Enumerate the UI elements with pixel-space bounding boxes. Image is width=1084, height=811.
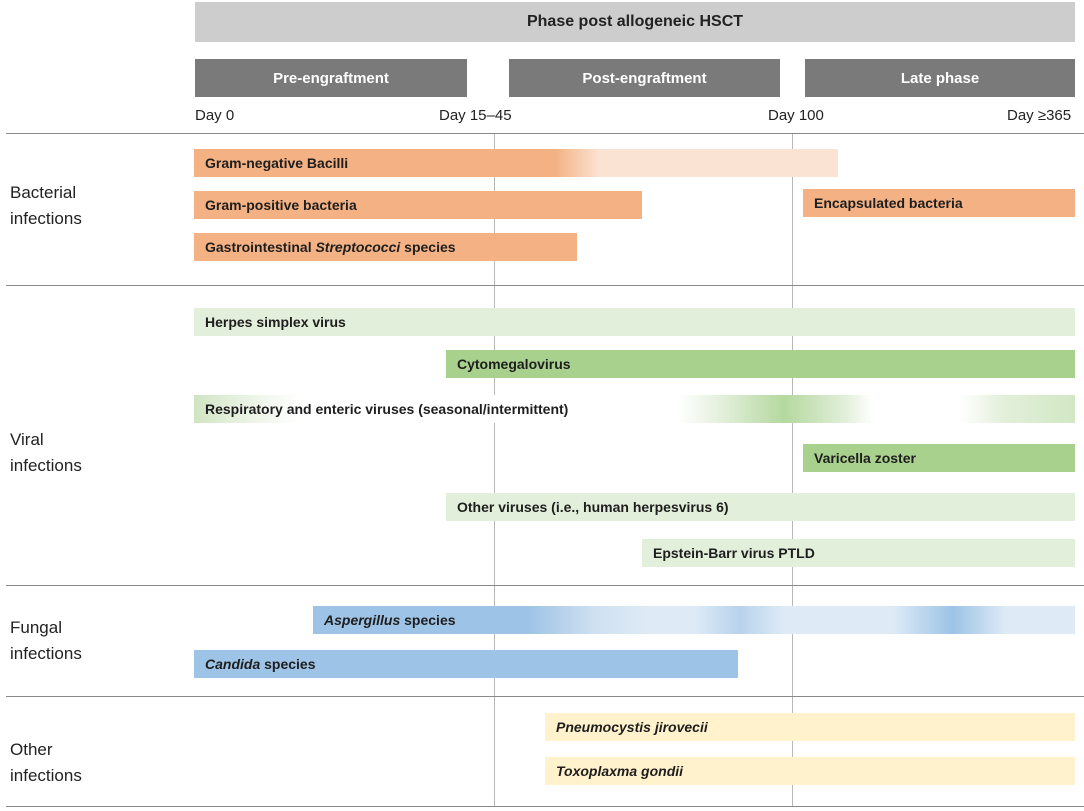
bar-label: Toxoplaxma gondii (556, 763, 684, 779)
bar-label: Gram-positive bacteria (205, 197, 357, 213)
bar-gram-negative-bacilli: Gram-negative Bacilli (194, 149, 838, 177)
bar-candida: Candida species (194, 650, 738, 678)
separator (6, 696, 1084, 697)
bar-label: Other viruses (i.e., human herpesvirus 6… (457, 499, 729, 515)
bar-respiratory-enteric: Respiratory and enteric viruses (seasona… (194, 395, 1075, 423)
bar-label: Encapsulated bacteria (814, 195, 963, 211)
phase-label: Pre-engraftment (273, 69, 389, 87)
phase-post-engraftment: Post-engraftment (509, 59, 780, 97)
phase-label: Post-engraftment (582, 69, 707, 87)
bar-toxoplasma: Toxoplaxma gondii (545, 757, 1075, 785)
phase-pre-engraftment: Pre-engraftment (195, 59, 467, 97)
separator (6, 133, 1084, 134)
bar-cytomegalovirus: Cytomegalovirus (446, 350, 1075, 378)
day-label-365: Day ≥365 (1007, 107, 1072, 124)
category-viral: Viral infections (10, 430, 82, 475)
bar-label: Pneumocystis jirovecii (556, 719, 708, 735)
bar-label: Epstein-Barr virus PTLD (653, 545, 815, 561)
bar-label: Herpes simplex virus (205, 314, 346, 330)
bar-gi-streptococci: Gastrointestinal Streptococci species (194, 233, 577, 261)
bar-label: Gram-negative Bacilli (205, 155, 349, 171)
bar-varicella-zoster: Varicella zoster (803, 444, 1075, 472)
bar-other-viruses: Other viruses (i.e., human herpesvirus 6… (446, 493, 1075, 521)
category-fungal: Fungal infections (10, 618, 82, 663)
bar-label: Candida species (205, 656, 316, 672)
bar-encapsulated-bacteria: Encapsulated bacteria (803, 189, 1075, 217)
bar-label: Cytomegalovirus (457, 356, 571, 372)
guide-line-day-15-45 (494, 133, 495, 806)
bar-label: Respiratory and enteric viruses (seasona… (205, 401, 569, 417)
day-label-0: Day 0 (195, 107, 235, 124)
guide-line-day-100 (792, 133, 793, 806)
category-bacterial: Bacterial infections (10, 183, 82, 228)
bar-pneumocystis: Pneumocystis jirovecii (545, 713, 1075, 741)
category-other: Other infections (10, 740, 82, 785)
phase-header: Phase post allogeneic HSCT (195, 2, 1075, 42)
day-label-100: Day 100 (768, 107, 824, 124)
bar-herpes-simplex: Herpes simplex virus (194, 308, 1075, 336)
phase-late: Late phase (805, 59, 1075, 97)
bar-aspergillus: Aspergillus species (313, 606, 1075, 634)
separator (6, 806, 1084, 807)
day-label-15-45: Day 15–45 (439, 107, 512, 124)
bar-epstein-barr: Epstein-Barr virus PTLD (642, 539, 1075, 567)
phase-header-title: Phase post allogeneic HSCT (526, 13, 744, 30)
bar-label: Gastrointestinal Streptococci species (205, 239, 456, 255)
bar-label: Aspergillus species (324, 612, 456, 628)
bar-gram-positive-bacteria: Gram-positive bacteria (194, 191, 642, 219)
bar-label: Varicella zoster (814, 450, 916, 466)
separator (6, 585, 1084, 586)
phase-label: Late phase (900, 69, 980, 87)
separator (6, 285, 1084, 286)
